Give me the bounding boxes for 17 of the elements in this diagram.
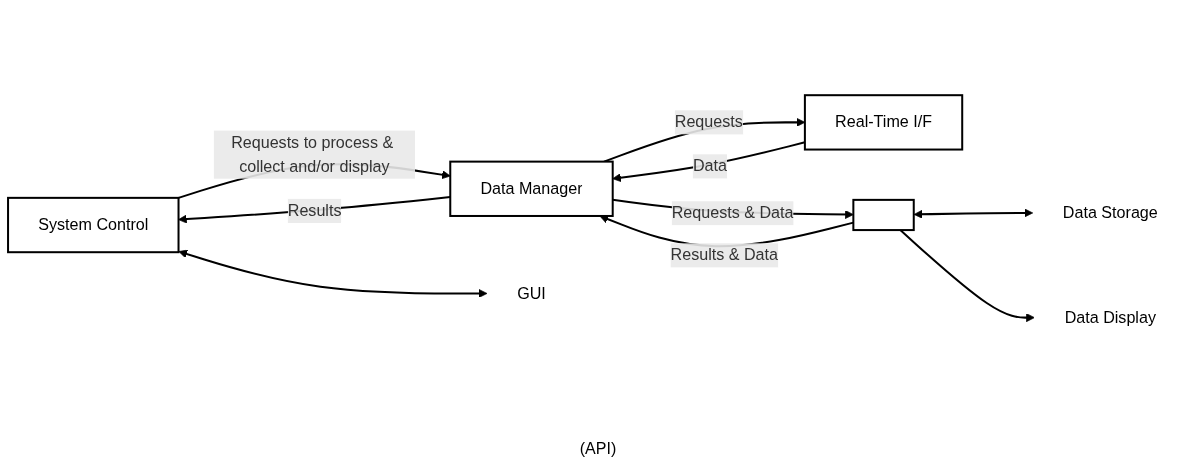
- edge-label: Results & Data: [670, 246, 778, 264]
- edge-label: Results: [287, 201, 342, 219]
- interface-note: (API): [579, 440, 617, 457]
- edge-label: Requests: [674, 113, 743, 131]
- arrow: [178, 249, 488, 298]
- node-box: [852, 198, 915, 232]
- node-text: GUI: [517, 284, 546, 302]
- edge-label: Data: [692, 157, 727, 175]
- node-text: Data Storage: [1062, 203, 1158, 222]
- node-box: Data Manager: [449, 160, 614, 217]
- arrow: [913, 208, 1034, 219]
- node-box: Real-Time I/F: [803, 94, 964, 151]
- node-box: System Control: [7, 196, 180, 254]
- edge-label: Requests & Data: [671, 204, 794, 222]
- node-text: Data Display: [1064, 308, 1156, 326]
- edge-label: Requests to process & collect and/or display: [231, 133, 394, 175]
- arrow: [178, 196, 451, 224]
